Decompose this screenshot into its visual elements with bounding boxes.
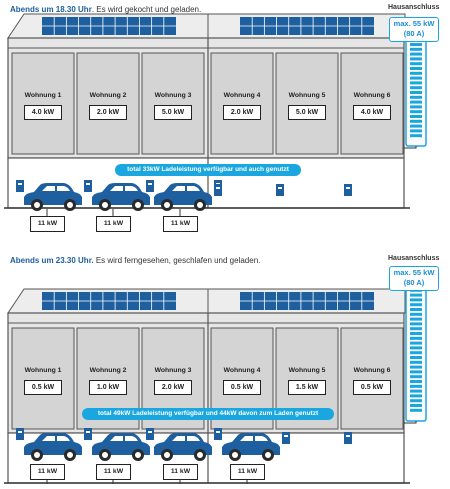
apartment-cell — [141, 52, 205, 155]
scene-evening-2330: Abends um 23.30 Uhr. Es wird ferngesehen… — [0, 251, 450, 489]
wallbox-icon — [84, 180, 92, 192]
charger-power: 11 kW — [230, 464, 265, 480]
apartment-name: Wohnung 2 — [89, 92, 127, 99]
apartment-cell — [11, 52, 75, 155]
charger-power: 11 kW — [30, 216, 65, 232]
car-icon — [92, 183, 150, 211]
apartment-power: 4.0 kW — [353, 105, 391, 120]
solar-panel-icon — [42, 17, 176, 35]
apartment-name: Wohnung 4 — [223, 92, 261, 99]
max-capacity-box: max. 55 kW(80 A) — [389, 266, 439, 291]
apartment-cell — [340, 52, 404, 155]
load-banner: total 49kW Ladeleistung verfügbar und 44… — [82, 408, 334, 420]
apartment-cell — [210, 52, 274, 155]
apartment-power: 0.5 kW — [24, 380, 62, 395]
solar-panel-icon — [240, 292, 374, 310]
apartment-power: 5.0 kW — [154, 105, 192, 120]
wallbox-icon — [16, 428, 24, 440]
car-icon — [24, 183, 82, 211]
wallbox-icon — [344, 184, 352, 196]
meter-line — [404, 421, 417, 424]
solar-panel-icon — [42, 292, 176, 310]
house-connection-label: Hausanschluss — [388, 4, 440, 11]
max-capacity-box: max. 55 kW(80 A) — [389, 17, 439, 42]
scene-caption: Abends um 18.30 Uhr. Es wird gekocht und… — [10, 5, 202, 14]
apartment-cell — [11, 327, 75, 430]
wallbox-icon — [16, 180, 24, 192]
apartment-name: Wohnung 3 — [154, 92, 192, 99]
wallbox-icon — [276, 184, 284, 196]
charger-power: 11 kW — [96, 464, 131, 480]
house-connection-label: Hausanschluss — [388, 255, 440, 262]
apartment-name: Wohnung 1 — [24, 367, 62, 374]
car-icon — [222, 433, 280, 461]
apartment-power: 2.0 kW — [89, 105, 127, 120]
apartment-power: 4.0 kW — [24, 105, 62, 120]
apartment-power: 2.0 kW — [154, 380, 192, 395]
wallbox-icon — [84, 428, 92, 440]
apartment-name: Wohnung 5 — [288, 367, 326, 374]
meter-line — [404, 146, 417, 149]
wallbox-icon — [344, 432, 352, 444]
apartment-name: Wohnung 2 — [89, 367, 127, 374]
wallbox-icon — [214, 428, 222, 440]
car-icon — [24, 433, 82, 461]
solar-panel-icon — [240, 17, 374, 35]
apartment-power: 5.0 kW — [288, 105, 326, 120]
apartment-power: 0.5 kW — [223, 380, 261, 395]
car-icon — [92, 433, 150, 461]
apartment-cell — [340, 327, 404, 430]
load-banner: total 33kW Ladeleistung verfügbar und au… — [115, 164, 301, 176]
apartment-name: Wohnung 1 — [24, 92, 62, 99]
wallbox-icon — [146, 180, 154, 192]
charger-power: 11 kW — [163, 464, 198, 480]
car-icon — [154, 433, 212, 461]
apartment-name: Wohnung 3 — [154, 367, 192, 374]
apartment-power: 0.5 kW — [353, 380, 391, 395]
apartment-name: Wohnung 6 — [353, 367, 391, 374]
apartment-power: 2.0 kW — [223, 105, 261, 120]
meter-bar-icon — [405, 280, 427, 422]
building-diagram — [4, 13, 427, 216]
apartment-cell — [76, 52, 140, 155]
scene-evening-1830: Abends um 18.30 Uhr. Es wird gekocht und… — [0, 0, 450, 238]
apartment-name: Wohnung 5 — [288, 92, 326, 99]
apartment-name: Wohnung 4 — [223, 367, 261, 374]
wallbox-icon — [282, 432, 290, 444]
car-icon — [154, 183, 212, 211]
charger-power: 11 kW — [30, 464, 65, 480]
charger-power: 11 kW — [96, 216, 131, 232]
scene-caption: Abends um 23.30 Uhr. Es wird ferngesehen… — [10, 256, 261, 265]
meter-bar-icon — [405, 39, 427, 147]
apartment-cell — [275, 52, 339, 155]
apartment-name: Wohnung 6 — [353, 92, 391, 99]
wallbox-icon — [214, 184, 222, 196]
wallbox-icon — [146, 428, 154, 440]
apartment-power: 1.0 kW — [89, 380, 127, 395]
apartment-power: 1.5 kW — [288, 380, 326, 395]
charger-power: 11 kW — [163, 216, 198, 232]
